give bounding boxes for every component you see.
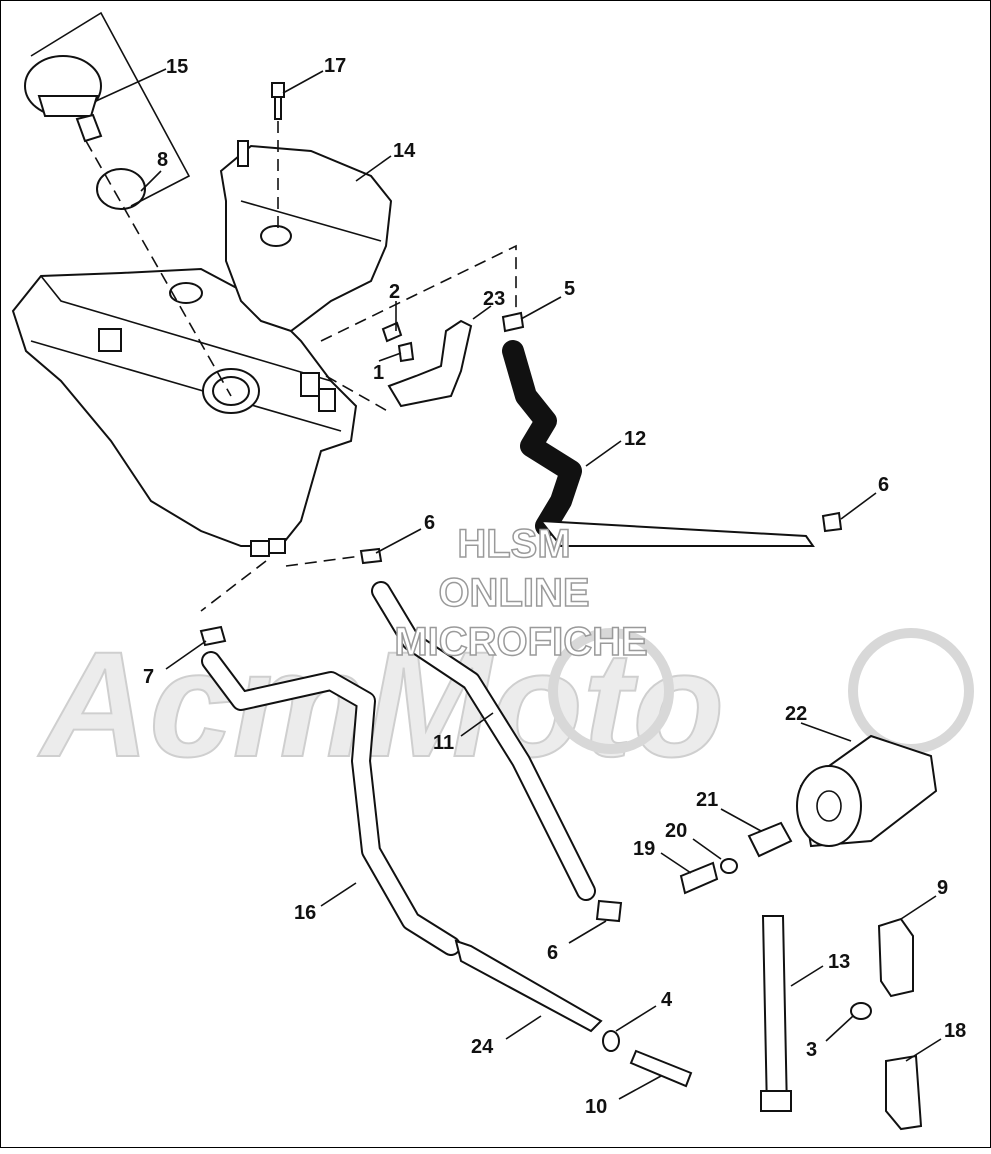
mounting-bracket <box>381 319 473 408</box>
callout-23: 23 <box>483 288 505 310</box>
hose-16 <box>201 651 461 956</box>
nut-3 <box>850 1002 872 1020</box>
callout-12: 12 <box>624 428 646 450</box>
callout-9: 9 <box>937 877 948 899</box>
callout-14: 14 <box>393 140 416 162</box>
clamp-4 <box>602 1030 620 1052</box>
callout-15: 15 <box>166 56 188 78</box>
spring-19 <box>679 861 719 895</box>
watermark-brand-text: AcmMoto <box>37 620 724 788</box>
callout-6-low: 6 <box>547 942 558 964</box>
watermark-line3: MICROFICHE <box>394 620 647 664</box>
callout-21: 21 <box>696 789 718 811</box>
clamp-7 <box>199 625 227 647</box>
fitting-dash <box>285 555 362 567</box>
gasket <box>96 168 146 210</box>
callout-13: 13 <box>828 951 850 973</box>
callout-20: 20 <box>665 820 687 842</box>
cap-group-bracket <box>30 11 191 207</box>
clamp-6-right <box>821 511 843 533</box>
callout-1: 1 <box>373 362 384 384</box>
oil-tank-upper <box>219 140 393 333</box>
callouts: 1 2 3 4 5 6 6 6 7 8 9 10 11 12 13 14 15 … <box>143 55 966 1118</box>
callout-3: 3 <box>806 1039 817 1061</box>
clamp-6-low <box>595 899 623 923</box>
hose-12 <box>502 340 815 547</box>
callout-4: 4 <box>661 989 673 1011</box>
callout-6-right: 6 <box>878 474 889 496</box>
callout-8: 8 <box>157 149 168 171</box>
callout-6-mid: 6 <box>424 512 435 534</box>
hose-13-fitting <box>760 1090 792 1112</box>
clip-9 <box>877 917 914 998</box>
callout-16: 16 <box>294 902 316 924</box>
callout-5: 5 <box>564 278 575 300</box>
leader-lines <box>95 68 942 1100</box>
watermark-brand: AcmMoto <box>36 619 974 789</box>
hose-13 <box>761 915 789 1112</box>
watermark-wheel <box>848 628 974 754</box>
callout-2: 2 <box>389 281 400 303</box>
callout-18: 18 <box>944 1020 966 1042</box>
callout-11: 11 <box>433 732 454 754</box>
oil-tank <box>11 267 358 557</box>
filler-cap <box>24 55 103 143</box>
oil-filter <box>796 734 938 848</box>
callout-24: 24 <box>471 1036 494 1058</box>
watermark-line1: HLSM <box>457 522 570 566</box>
hose-11 <box>371 581 596 901</box>
bracket-dash <box>325 375 392 414</box>
clip-18 <box>885 1054 923 1131</box>
cap-centerline <box>85 140 232 397</box>
fitting-10 <box>629 1049 693 1088</box>
watermark-wheel <box>548 628 674 754</box>
callout-7: 7 <box>143 666 154 688</box>
adapter-21 <box>747 821 793 858</box>
bracket-dash <box>320 244 517 342</box>
callout-19: 19 <box>633 838 655 860</box>
watermark-text: HLSM ONLINE MICROFICHE <box>394 521 649 665</box>
callout-17: 17 <box>324 55 346 77</box>
bolt-17 <box>271 82 285 120</box>
ball-20 <box>720 858 738 874</box>
callout-22: 22 <box>785 703 807 725</box>
fitting-dash <box>200 560 267 612</box>
callout-10: 10 <box>585 1096 607 1118</box>
watermark-line2: ONLINE <box>438 571 589 615</box>
pipe-24 <box>454 939 603 1033</box>
clamp-5 <box>501 311 525 333</box>
